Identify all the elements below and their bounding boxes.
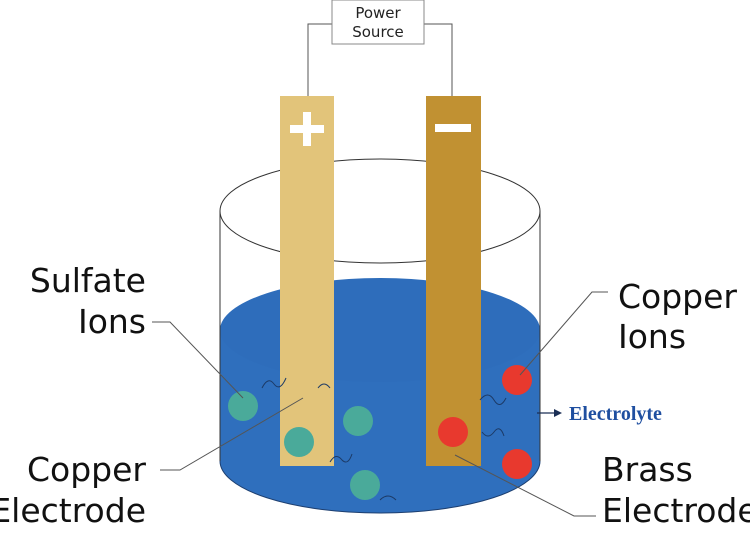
sulfate-ions-label-line1: Sulfate <box>30 261 146 300</box>
brass-electrode-label-line1: Brass <box>602 450 693 489</box>
sulfate-ion <box>350 470 380 500</box>
electrolyte-surface <box>220 278 540 382</box>
beaker-bottom-edge <box>219 460 541 514</box>
sulfate-ions-label-line2: Ions <box>78 302 146 341</box>
power-source-box <box>331 0 425 45</box>
plus-sign-icon <box>290 112 324 146</box>
copper-ion <box>502 365 532 395</box>
leader-lines <box>152 291 608 517</box>
copper-ions-label-line1: Copper <box>618 277 737 316</box>
copper-electrode-label-line2: Electrode <box>0 491 146 530</box>
copper-ion <box>438 417 468 447</box>
brass-electrode <box>426 96 481 466</box>
minus-sign-icon <box>435 124 471 132</box>
copper-electrode <box>280 96 334 466</box>
power-source-line1: Power <box>355 4 401 22</box>
sulfate-ion <box>284 427 314 457</box>
brass-electrode-label-line2: Electrode <box>602 491 750 530</box>
electrolyte-label: Electrolyte <box>569 403 662 425</box>
power-source-line2: Source <box>352 23 404 41</box>
electrolyte-arrow-icon <box>537 409 562 417</box>
copper-ion <box>502 449 532 479</box>
sulfate-ion <box>343 406 373 436</box>
wire-negative <box>424 23 453 96</box>
beaker-rim <box>219 158 541 264</box>
wire-positive <box>307 23 332 96</box>
ion-trails <box>261 377 507 501</box>
copper-electrode-label-line1: Copper <box>27 450 146 489</box>
copper-ions-label-line2: Ions <box>618 317 686 356</box>
sulfate-ion <box>228 391 258 421</box>
